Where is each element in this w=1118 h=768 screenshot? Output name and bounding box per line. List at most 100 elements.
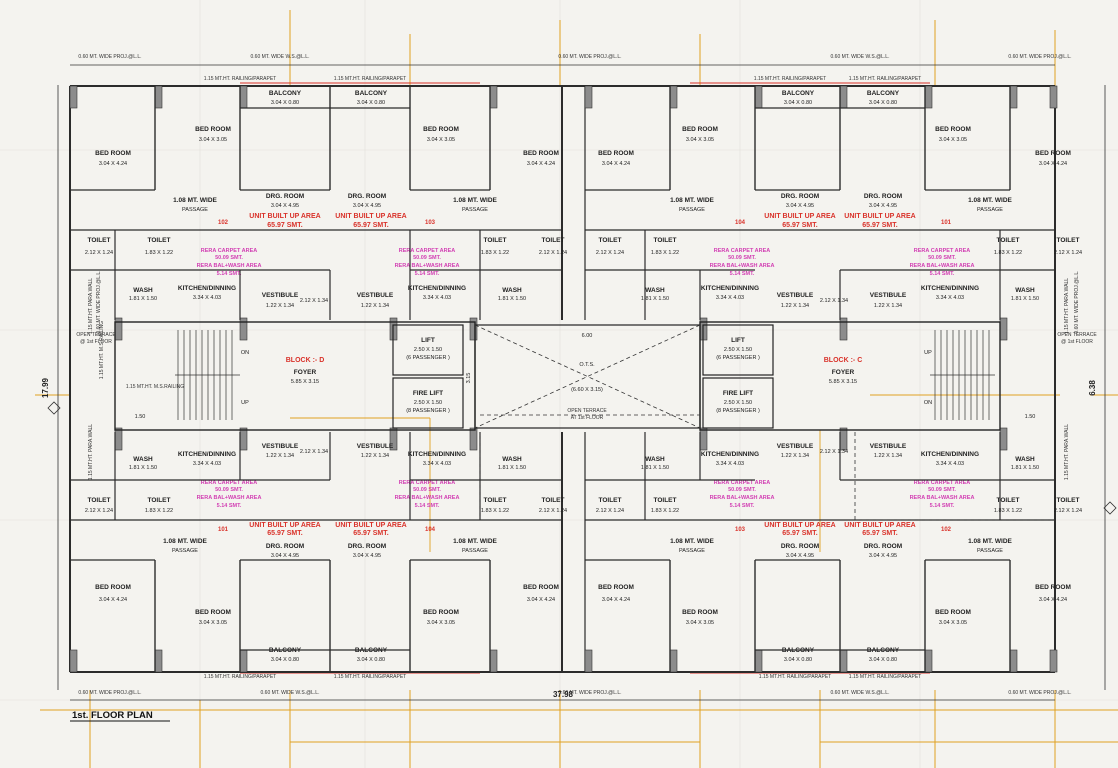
foyer-label: FOYER (832, 369, 855, 376)
drawing-room-label: DRG. ROOM (781, 543, 819, 550)
structural-column (999, 317, 1008, 341)
kitchen-label: KITCHEN/DINNING (921, 451, 979, 458)
passage-label: PASSAGE (977, 207, 1003, 213)
unit-built-up-area-value: 65.97 SMT. (267, 530, 302, 537)
fire-lift-shaft (392, 377, 464, 429)
toilet-label: TOILET (484, 497, 507, 504)
unit-built-up-area-label: UNIT BUILT UP AREA (335, 522, 406, 529)
structural-column (469, 317, 478, 341)
rera-carpet-area-label: RERA CARPET AREA (714, 248, 770, 254)
structural-column (839, 649, 848, 673)
toilet-label: TOILET (1057, 237, 1080, 244)
structural-column (924, 649, 933, 673)
passage-label: PASSAGE (462, 207, 488, 213)
bed-room-label: BED ROOM (195, 609, 231, 616)
toilet-label: TOILET (997, 237, 1020, 244)
block-name: BLOCK :- C (824, 357, 863, 364)
railing-label: 1.15 MT.HT. RAILING/PARAPET (849, 674, 921, 680)
kitchen-label: KITCHEN/DINNING (178, 451, 236, 458)
drawing-room-size: 3.04 X 4.95 (786, 553, 814, 559)
wash-label: WASH (1015, 287, 1035, 294)
unit-number: 102 (218, 220, 229, 226)
toilet-label: TOILET (148, 497, 171, 504)
lift-capacity: (6 PASSENGER ) (406, 355, 450, 361)
kitchen-size: 3.34 X 4.03 (936, 461, 964, 467)
wash-size: 1.81 X 1.50 (498, 296, 526, 302)
kitchen-size: 3.34 X 4.03 (423, 461, 451, 467)
toilet-label: TOILET (484, 237, 507, 244)
wash-size: 1.81 X 1.50 (129, 296, 157, 302)
structural-column (154, 85, 163, 109)
balcony-label: BALCONY (355, 90, 388, 97)
toilet-label: TOILET (654, 497, 677, 504)
unit-built-up-area-label: UNIT BUILT UP AREA (764, 522, 835, 529)
rera-bal-wash-value: 5.14 SMT. (930, 503, 955, 509)
unit-number: 104 (425, 527, 436, 533)
toilet-size: 1.83 X 1.22 (994, 508, 1022, 514)
structural-column (669, 649, 678, 673)
wash-label: WASH (645, 456, 665, 463)
vestibule-label: VESTIBULE (262, 292, 299, 299)
rera-bal-wash-label: RERA BAL+WASH AREA (395, 495, 460, 501)
vestibule-gap-dim: 2.12 X 1.34 (300, 449, 328, 455)
bed-room-size: 3.04 X 4.24 (527, 161, 555, 167)
para-wall-label: 1.15 MT.HT. PARA.WALL (1064, 424, 1070, 480)
vestibule-label: VESTIBULE (870, 292, 907, 299)
rera-carpet-area-value: 50.09 SMT. (215, 255, 243, 261)
fire-lift-size: 2.50 X 1.50 (414, 400, 442, 406)
drawing-room-label: DRG. ROOM (781, 193, 819, 200)
structural-column (754, 85, 763, 109)
balcony-size: 3.04 X 0.80 (784, 100, 812, 106)
toilet-size: 1.83 X 1.22 (481, 508, 509, 514)
kitchen-label: KITCHEN/DINNING (921, 285, 979, 292)
drawing-room-label: DRG. ROOM (348, 543, 386, 550)
unit-number: 101 (941, 220, 952, 226)
structural-column (69, 85, 78, 109)
kitchen-size: 3.34 X 4.03 (716, 295, 744, 301)
bed-room-size: 3.04 X 3.05 (939, 137, 967, 143)
wash-label: WASH (502, 456, 522, 463)
unit-built-up-area-value: 65.97 SMT. (353, 530, 388, 537)
rera-carpet-area-label: RERA CARPET AREA (914, 480, 970, 486)
stair-on-label: ON (241, 350, 249, 356)
rera-carpet-area-label: RERA CARPET AREA (714, 480, 770, 486)
kitchen-size: 3.34 X 4.03 (193, 461, 221, 467)
unit-built-up-area-value: 65.97 SMT. (267, 222, 302, 229)
toilet-label: TOILET (997, 497, 1020, 504)
rera-carpet-area-label: RERA CARPET AREA (201, 248, 257, 254)
balcony-size: 3.04 X 0.80 (357, 100, 385, 106)
overall-depth-dim: 17.99 (41, 377, 50, 398)
unit-built-up-area-label: UNIT BUILT UP AREA (249, 213, 320, 220)
open-terrace-side: OPEN TERRACE (76, 332, 116, 338)
rera-carpet-area-value: 50.09 SMT. (928, 487, 956, 493)
bed-room-label: BED ROOM (423, 126, 459, 133)
vestibule-size: 1.22 X 1.34 (874, 303, 902, 309)
wash-size: 1.81 X 1.50 (498, 465, 526, 471)
rera-bal-wash-value: 5.14 SMT. (217, 503, 242, 509)
para-wall-label: 1.15 MT.HT. PARA.WALL (88, 424, 94, 480)
toilet-label: TOILET (542, 237, 565, 244)
toilet-label: TOILET (88, 237, 111, 244)
rera-carpet-area-value: 50.09 SMT. (215, 487, 243, 493)
unit-number: 102 (941, 527, 952, 533)
passage-label: PASSAGE (679, 548, 705, 554)
bed-room-label: BED ROOM (598, 584, 634, 591)
bed-room-size: 3.04 X 3.05 (427, 620, 455, 626)
toilet-label: TOILET (599, 497, 622, 504)
drawing-room-label: DRG. ROOM (864, 543, 902, 550)
bed-room-label: BED ROOM (1035, 584, 1071, 591)
ots-outline (474, 324, 701, 429)
vestibule-size: 1.22 X 1.34 (781, 453, 809, 459)
structural-column (1009, 85, 1018, 109)
open-terrace-side: @ 1st FLOOR (80, 339, 112, 345)
bed-room-size: 3.04 X 3.05 (199, 620, 227, 626)
structural-column (239, 85, 248, 109)
structural-column (669, 85, 678, 109)
open-terrace-label: OPEN TERRACE (567, 408, 607, 414)
drawing-room-label: DRG. ROOM (266, 193, 304, 200)
open-terrace-sub: AT 1st FLOOR (571, 415, 604, 421)
lobby-dimension: 6.00 (582, 333, 593, 339)
rera-bal-wash-label: RERA BAL+WASH AREA (910, 263, 975, 269)
structural-column (754, 649, 763, 673)
